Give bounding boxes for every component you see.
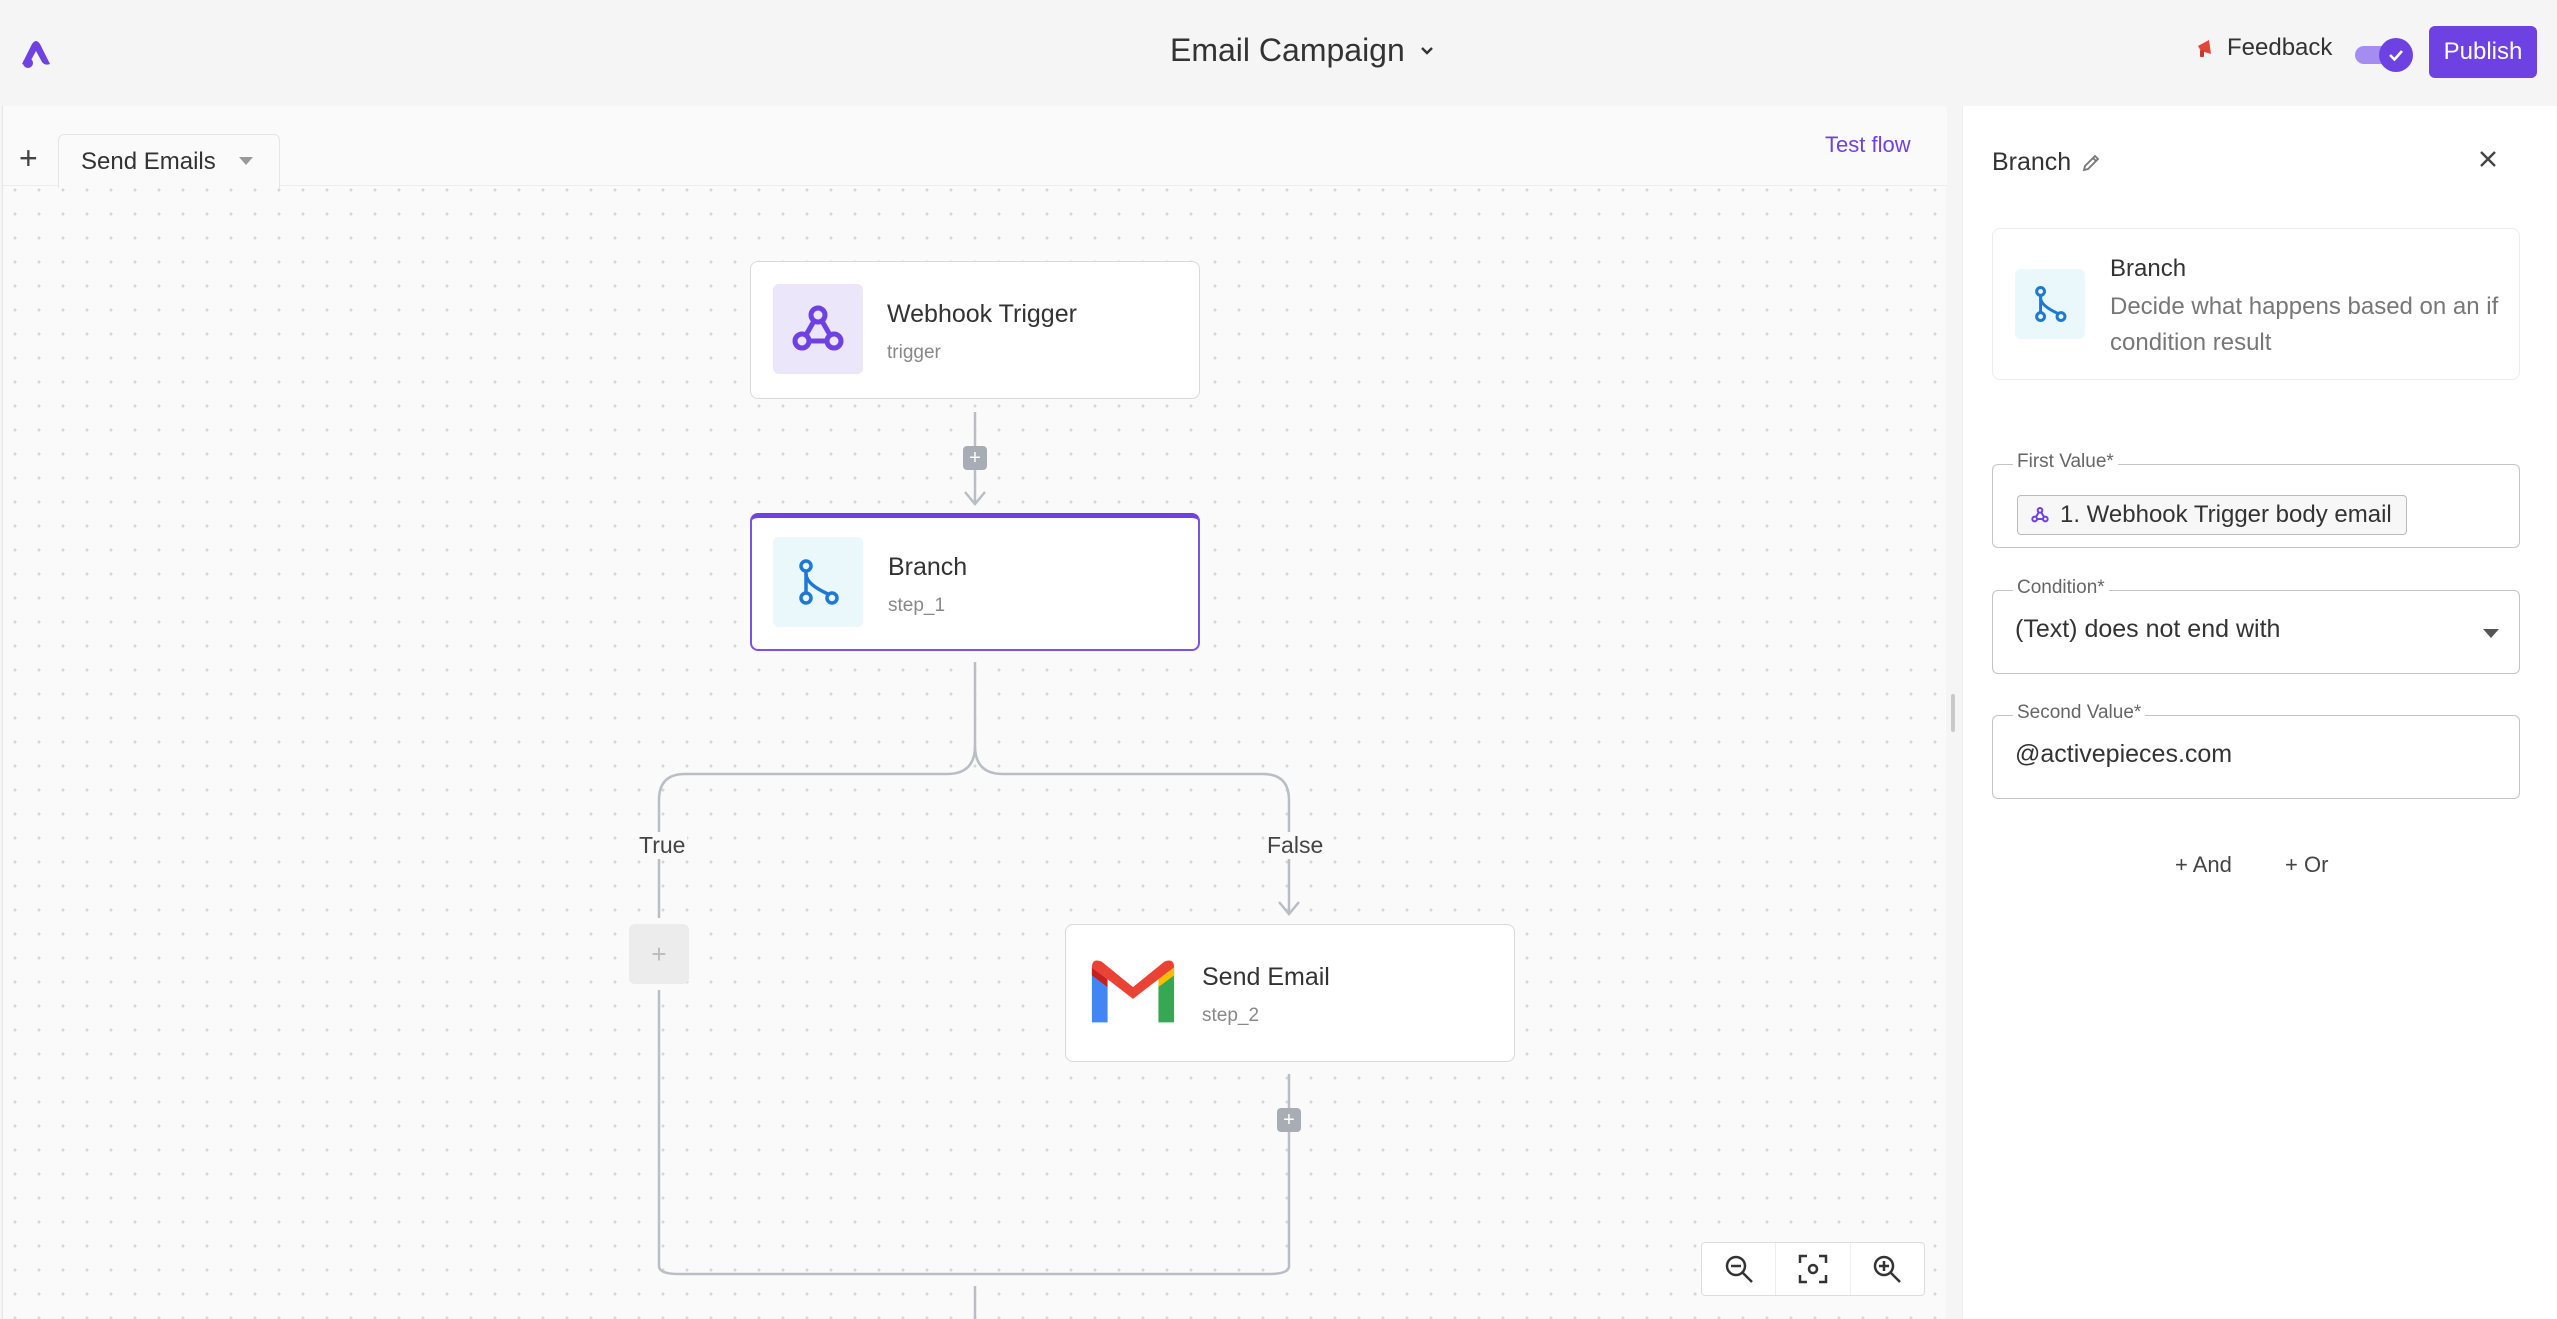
add-tab-button[interactable]: + — [19, 140, 38, 176]
megaphone-icon — [2198, 40, 2211, 57]
second-value-input[interactable]: @activepieces.com — [2015, 740, 2233, 768]
piece-description: Decide what happens based on an if condi… — [2110, 293, 2499, 356]
zoom-controls — [1701, 1242, 1925, 1296]
step-settings-panel: Branch Branch Decide what happens based … — [1962, 106, 2557, 1319]
flow-node-webhook-trigger[interactable]: Webhook Trigger trigger — [750, 261, 1200, 399]
panel-title-row: Branch — [1992, 148, 2101, 177]
caret-down-icon — [2483, 629, 2499, 638]
piece-name: Branch — [2110, 255, 2187, 282]
condition-value: (Text) does not end with — [2015, 615, 2281, 643]
flow-enabled-toggle[interactable] — [2355, 38, 2413, 72]
add-and-condition-button[interactable]: + And — [2175, 852, 2232, 877]
branch-icon — [773, 537, 863, 627]
activepieces-logo-icon[interactable] — [18, 36, 54, 72]
webhook-icon — [2031, 507, 2049, 523]
close-icon — [2480, 151, 2496, 167]
piece-info-card: Branch Decide what happens based on an i… — [1992, 228, 2520, 380]
flow-title: Email Campaign — [1170, 32, 1405, 68]
flow-node-send-email[interactable]: Send Email step_2 — [1065, 924, 1515, 1062]
flow-canvas[interactable]: + Send Emails Test flow — [2, 106, 1947, 1319]
first-value-label: First Value* — [2013, 451, 2118, 473]
flow-node-branch[interactable]: Branch step_1 — [750, 513, 1200, 651]
test-flow-link[interactable]: Test flow — [1825, 132, 1911, 157]
second-value-field[interactable]: Second Value* @activepieces.com — [1992, 702, 2520, 799]
chevron-down-icon — [1420, 46, 1433, 55]
add-or-condition-button[interactable]: + Or — [2285, 852, 2329, 877]
condition-select[interactable]: Condition* (Text) does not end with — [1992, 577, 2520, 674]
panel-title: Branch — [1992, 148, 2072, 176]
zoom-out-icon — [1725, 1255, 1753, 1283]
caret-down-icon[interactable] — [239, 157, 253, 165]
zoom-in-icon — [1874, 1255, 1902, 1283]
node-name: Send Email — [1202, 963, 1330, 991]
check-icon — [2389, 50, 2403, 62]
branch-true-label: True — [637, 832, 688, 859]
add-step-true-branch-button[interactable]: + — [629, 924, 689, 984]
node-step-id: step_2 — [1202, 1005, 1260, 1026]
gmail-icon — [1088, 947, 1178, 1037]
node-name: Webhook Trigger — [887, 300, 1077, 328]
node-name: Branch — [888, 553, 968, 581]
toggle-knob — [2379, 38, 2413, 72]
node-step-id: trigger — [887, 342, 941, 363]
chip-label: 1. Webhook Trigger body email — [2060, 501, 2392, 528]
tab-send-emails[interactable]: Send Emails — [58, 134, 280, 188]
add-step-button[interactable]: + — [1277, 1108, 1301, 1132]
feedback-button[interactable]: Feedback — [2195, 34, 2332, 62]
fit-view-button[interactable] — [1776, 1243, 1851, 1295]
close-panel-button[interactable] — [2473, 144, 2503, 174]
add-step-button[interactable]: + — [963, 446, 987, 470]
tab-label: Send Emails — [81, 147, 216, 175]
zoom-in-button[interactable] — [1851, 1243, 1924, 1295]
panel-resize-handle[interactable] — [1951, 694, 1955, 732]
publish-button[interactable]: Publish — [2429, 26, 2537, 78]
first-value-chip[interactable]: 1. Webhook Trigger body email — [2017, 495, 2407, 535]
fit-view-icon — [1798, 1254, 1828, 1284]
top-bar: Email Campaign Feedback Publish — [0, 0, 2557, 106]
flow-tab-bar: + Send Emails Test flow — [3, 106, 1947, 188]
flow-title-dropdown[interactable]: Email Campaign — [1170, 32, 1437, 69]
feedback-label: Feedback — [2227, 34, 2333, 61]
branch-icon — [2015, 269, 2085, 339]
pencil-icon[interactable] — [2081, 153, 2101, 173]
branch-false-label: False — [1265, 832, 1326, 859]
condition-label: Condition* — [2013, 577, 2109, 599]
node-step-id: step_1 — [888, 595, 946, 616]
second-value-label: Second Value* — [2013, 702, 2146, 724]
webhook-icon — [773, 284, 863, 374]
zoom-out-button[interactable] — [1702, 1243, 1777, 1295]
first-value-field[interactable]: First Value* 1. Webhook Trigger body ema… — [1992, 451, 2520, 548]
